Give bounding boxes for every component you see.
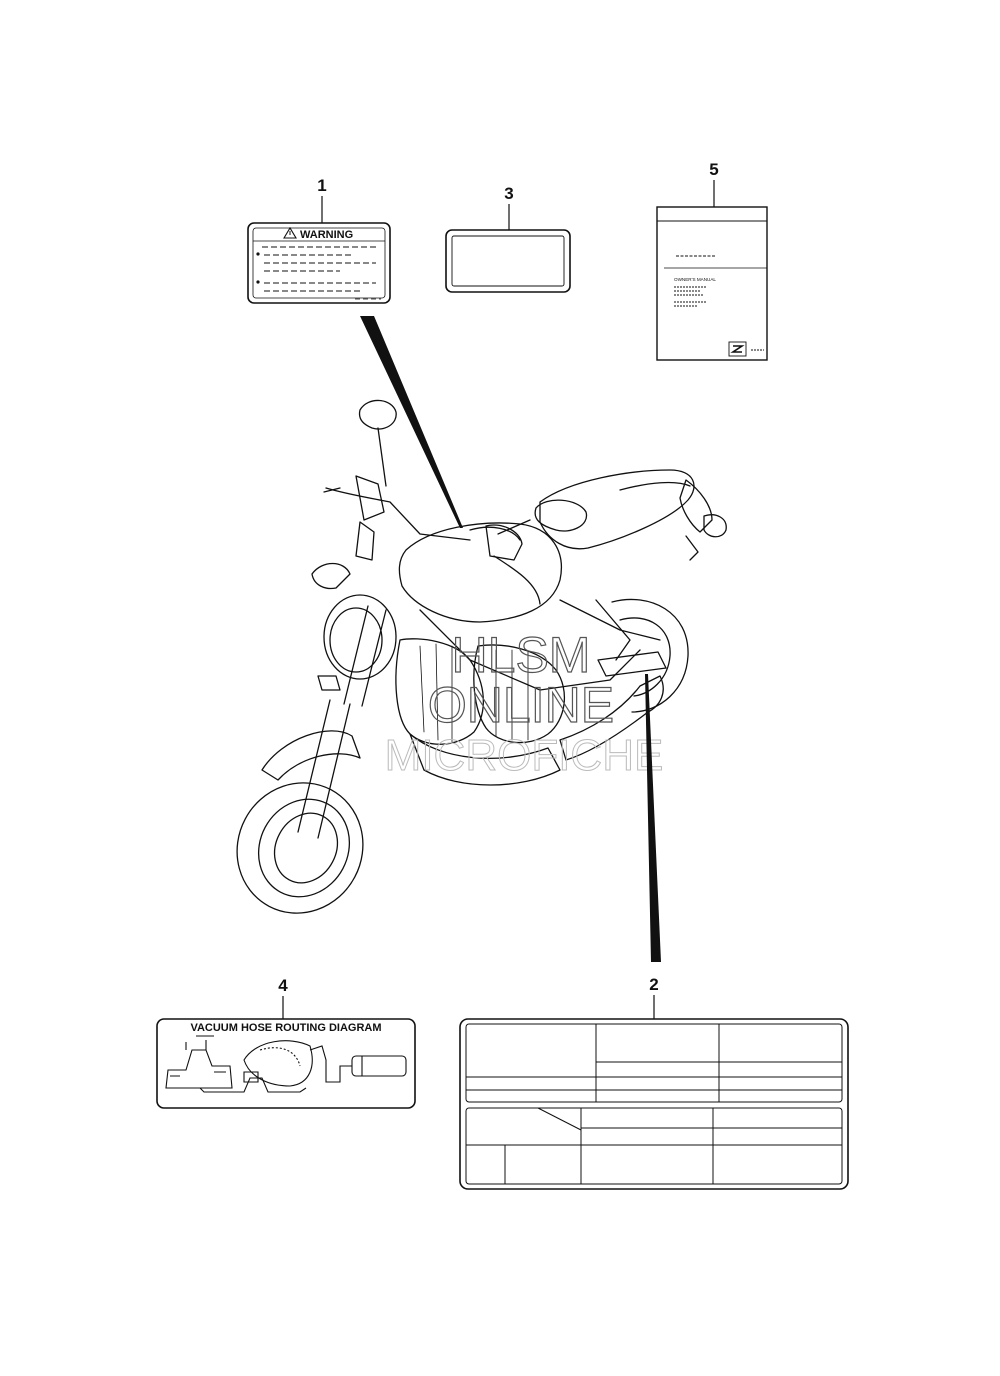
right-mirror [534, 499, 588, 532]
fuel-tank [398, 522, 562, 623]
front-tire-outer [236, 782, 364, 914]
warning-bullet [256, 252, 260, 256]
owners-manual-cover [656, 206, 768, 361]
front-cylinder [395, 638, 484, 745]
part-2-info-table-label[interactable]: 2 [459, 975, 849, 1190]
crankcase [409, 733, 561, 786]
headlight [323, 594, 397, 680]
front-reflector [317, 675, 341, 691]
seat-stitch [619, 481, 691, 491]
callout-number-1: 1 [317, 176, 326, 195]
suzuki-logo-icon [730, 345, 745, 353]
muffler-guard [597, 651, 667, 677]
exhaust-pipe [559, 675, 664, 761]
warning-text-lines [262, 246, 376, 292]
cooling-fins [419, 643, 529, 743]
clutch-lever [323, 487, 341, 493]
upper-table-grid [466, 1024, 842, 1102]
instrument-cluster [355, 521, 375, 561]
tank-cap [469, 526, 521, 541]
watermark-line-1: HLSM [452, 627, 591, 683]
seat [539, 469, 695, 550]
callout-number-2: 2 [649, 975, 658, 994]
front-tire-inner [257, 798, 351, 898]
leader-wedge-2 [645, 674, 661, 962]
tail-cowl [679, 479, 713, 533]
warning-bullet [256, 280, 260, 284]
rear-turn-signal [703, 514, 727, 538]
leader-wedge-1 [360, 316, 463, 528]
owners-manual-text: OWNER'S MANUAL [674, 277, 716, 282]
callout-number-3: 3 [504, 184, 513, 203]
blank-label-outer [445, 229, 571, 293]
lower-table-grid [466, 1107, 842, 1184]
left-mirror-stem [377, 427, 387, 487]
frame-rail [559, 599, 661, 641]
watermark-line-2: ONLINE [428, 677, 614, 733]
info-label-outer [459, 1018, 849, 1190]
front-forks [297, 605, 387, 839]
part-1-warning-label[interactable]: 1 WARNING [247, 176, 391, 304]
handlebar [325, 487, 471, 541]
part-4-vacuum-hose-label[interactable]: 4 VACUUM HOSE ROUTING DIAGRAM [156, 976, 416, 1109]
warning-label-title: WARNING [300, 229, 353, 241]
warning-label-inner [252, 227, 386, 299]
callout-number-4: 4 [278, 976, 288, 995]
lower-table [465, 1107, 843, 1185]
front-fender [261, 730, 361, 781]
left-mirror [358, 399, 397, 430]
license-bracket [685, 535, 699, 561]
blank-label-inner [451, 235, 565, 287]
right-mirror-stem [497, 519, 531, 535]
manual-text-lines [674, 286, 706, 307]
watermark-line-3: MICROFICHE [385, 731, 664, 780]
swingarm [595, 599, 631, 661]
left-turn-signal [311, 562, 351, 590]
frame-downtube [419, 609, 641, 691]
part-5-owners-manual[interactable]: 5 OWNER'S MANUAL [656, 160, 768, 361]
watermark: HLSM ONLINE MICROFICHE [384, 626, 664, 780]
left-switch-housing [355, 475, 385, 521]
front-brake-lever [493, 555, 541, 605]
warning-triangle-icon [283, 226, 297, 239]
vacuum-label-outer [156, 1018, 416, 1109]
right-switch-housing [485, 524, 523, 561]
rear-tire [611, 598, 689, 713]
motorcycle-illustration [236, 399, 727, 914]
part-3-blank-label[interactable]: 3 [445, 184, 571, 293]
rear-cylinder [473, 644, 566, 744]
callout-number-5: 5 [709, 160, 718, 179]
vacuum-label-title: VACUUM HOSE ROUTING DIAGRAM [190, 1022, 381, 1034]
upper-table [465, 1023, 843, 1103]
vacuum-hose-diagram [165, 1035, 407, 1093]
front-rim [273, 812, 339, 884]
headlight-lens [329, 607, 383, 673]
rear-rim [619, 617, 671, 697]
